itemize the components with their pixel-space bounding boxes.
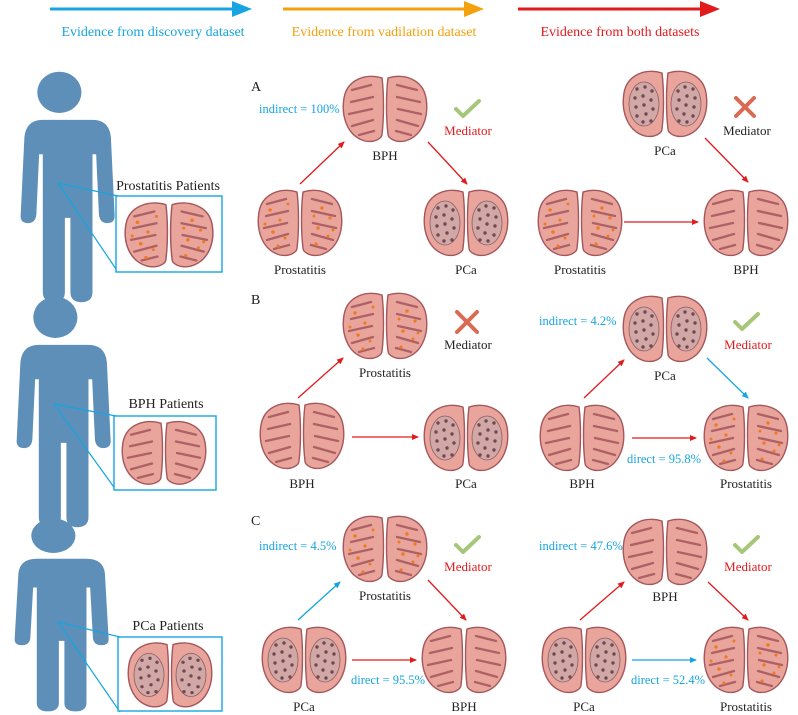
panel-label: B [251, 293, 260, 308]
legend-discovery-label: Evidence from discovery dataset [61, 25, 244, 40]
prostate-gland-icon [258, 190, 341, 255]
indirect-effect-label: indirect = 47.6% [539, 539, 623, 553]
cross-icon [734, 96, 756, 118]
panel-label: C [251, 514, 260, 529]
patient-pca: PCa Patients [14, 518, 223, 713]
zoom-line [57, 182, 119, 197]
direct-effect-label: direct = 95.5% [351, 673, 425, 687]
zoom-line [57, 182, 119, 273]
arrow-indirect-a [297, 581, 341, 621]
prostate-gland-icon [704, 627, 787, 692]
prostate-gland-icon [422, 627, 505, 692]
patient-label-pca: PCa Patients [132, 619, 203, 634]
mediator-label: Mediator [444, 337, 492, 352]
prostate-gland-icon [542, 627, 625, 692]
check-icon [454, 535, 481, 554]
legend: Evidence from discovery dataset Evidence… [50, 1, 720, 40]
prostate-gland-icon [704, 190, 787, 255]
node-label-left: BPH [569, 476, 594, 491]
arrow-indirect-a [583, 359, 625, 399]
node-label-top: Prostatitis [359, 588, 411, 603]
mediator-label: Mediator [444, 123, 492, 138]
mediator-label: Mediator [724, 559, 772, 574]
zoom-line [53, 403, 117, 491]
prostate-gland-icon [424, 405, 507, 470]
arrow-indirect-a [297, 357, 344, 399]
prostate-gland-icon [704, 405, 787, 470]
arrow-indirect-b [707, 581, 749, 621]
node-label-right: BPH [451, 699, 476, 714]
patient-label-bph: BPH Patients [128, 397, 203, 412]
legend-arrowhead-discovery [232, 1, 252, 17]
arrow-indirect-b [706, 357, 749, 399]
prostate-gland-icon [424, 190, 507, 255]
mediator-label: Mediator [444, 559, 492, 574]
node-label-left: PCa [573, 699, 595, 714]
node-label-right: PCa [455, 476, 477, 491]
zoom-line [57, 621, 121, 638]
prostate-gland-icon [262, 627, 345, 692]
prostate-gland-icon [343, 76, 426, 141]
legend-validation-label: Evidence from vadilation dataset [292, 25, 477, 40]
node-label-top: PCa [654, 368, 676, 383]
indirect-effect-label: indirect = 100% [259, 102, 340, 116]
legend-both-label: Evidence from both datasets [540, 25, 699, 40]
panel-a: A BPH Prostatitis PCa indirect = 100% Me… [251, 71, 788, 277]
check-icon [454, 99, 481, 118]
patient-bph: BPH Patients [16, 296, 217, 528]
legend-arrowhead-validation [464, 1, 484, 17]
prostate-gland-icon [623, 296, 706, 361]
zoom-line [53, 403, 117, 417]
prostate-gland-icon [540, 405, 623, 470]
node-label-right: Prostatitis [720, 699, 772, 714]
prostate-gland-icon [343, 293, 426, 358]
panel-b: B Prostatitis BPH PCa Mediator PCa BPH P… [251, 293, 788, 491]
arrow-indirect-b [427, 579, 467, 621]
node-label-top: BPH [652, 589, 677, 604]
node-label-top: PCa [654, 143, 676, 158]
arrow-indirect-a [299, 141, 345, 185]
node-label-left: PCa [293, 699, 315, 714]
direct-effect-label: direct = 95.8% [627, 452, 701, 466]
person-icon [20, 71, 115, 303]
mediator-label: Mediator [724, 337, 772, 352]
node-label-right: BPH [733, 262, 758, 277]
prostate-gland-icon [538, 190, 621, 255]
indirect-effect-label: indirect = 4.2% [539, 314, 617, 328]
prostate-gland-icon [623, 519, 706, 584]
prostate-gland-icon [260, 403, 343, 468]
person-icon [14, 518, 109, 712]
prostate-gland-icon [343, 516, 426, 581]
patient-prostatitis: Prostatitis Patients [20, 71, 223, 303]
node-label-left: Prostatitis [274, 262, 326, 277]
node-label-left: Prostatitis [554, 262, 606, 277]
panel-c: C Prostatitis PCa BPH indirect = 4.5% di… [251, 514, 788, 714]
node-label-top: BPH [372, 148, 397, 163]
zoom-line [57, 621, 121, 713]
node-label-right: Prostatitis [720, 476, 772, 491]
indirect-effect-label: indirect = 4.5% [259, 539, 337, 553]
arrow-indirect-a [579, 581, 625, 621]
check-icon [733, 535, 760, 554]
node-label-left: BPH [289, 476, 314, 491]
legend-arrowhead-both [700, 1, 720, 17]
direct-effect-label: direct = 52.4% [631, 673, 705, 687]
node-label-top: Prostatitis [359, 365, 411, 380]
mediator-label: Mediator [723, 123, 771, 138]
prostate-gland-icon [623, 71, 706, 136]
check-icon [733, 312, 760, 331]
cross-icon [455, 310, 479, 334]
arrow-indirect-b [427, 141, 468, 185]
panel-label: A [251, 80, 262, 95]
arrow-indirect-b [704, 137, 749, 183]
node-label-right: PCa [455, 262, 477, 277]
patient-label-prostatitis: Prostatitis Patients [116, 179, 220, 194]
